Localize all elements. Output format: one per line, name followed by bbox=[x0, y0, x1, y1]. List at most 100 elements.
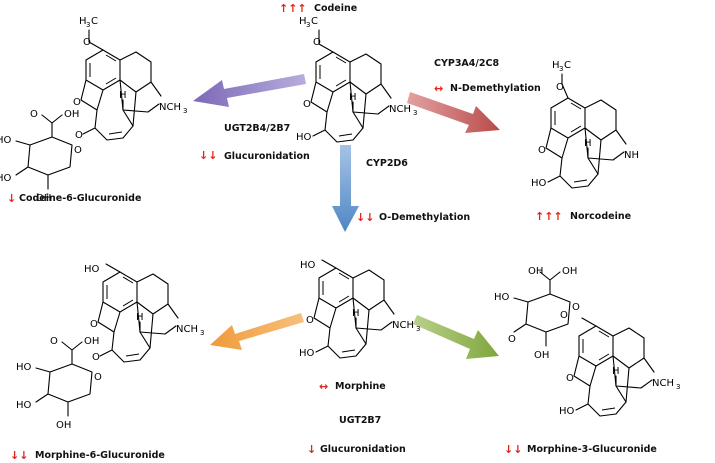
svg-text:H: H bbox=[349, 92, 357, 103]
svg-text:HO: HO bbox=[299, 348, 315, 359]
cyp2d6-reaction: O-Demethylation bbox=[379, 212, 470, 223]
cyp3a4-enzyme: CYP3A4/2C8 bbox=[434, 58, 499, 69]
svg-text:NCH: NCH bbox=[389, 104, 411, 115]
arrow-morphine-to-m3g bbox=[413, 315, 499, 359]
arrow-codeine-to-c6g bbox=[193, 74, 306, 107]
svg-text:↑↑↑: ↑↑↑ bbox=[535, 210, 563, 223]
morphine-6-glucuronide-structure: HO O H NCH 3 O bbox=[84, 263, 204, 363]
methyl-label: H bbox=[299, 16, 307, 27]
svg-text:O: O bbox=[90, 319, 98, 330]
codeine-label: ↑↑↑ Codeine bbox=[279, 2, 357, 15]
svg-text:3: 3 bbox=[306, 21, 310, 29]
ugt2b4-enzyme: UGT2B4/2B7 bbox=[224, 123, 290, 134]
morphine-structure: HO O H NCH 3 HO bbox=[299, 259, 420, 359]
svg-text:O: O bbox=[572, 302, 580, 313]
svg-text:H: H bbox=[79, 16, 87, 27]
c6g-label: ↓ Codeine-6-Glucuronide bbox=[7, 192, 141, 205]
codeine-6-glucuronide-structure: H 3 C O O H NCH 3 O bbox=[73, 16, 187, 141]
m6g-name: Morphine-6-Glucuronide bbox=[35, 450, 165, 461]
svg-text:3: 3 bbox=[676, 383, 680, 391]
norcodeine-label: ↑↑↑ Norcodeine bbox=[535, 210, 631, 223]
m3g-label: ↓↓ Morphine-3-Glucuronide bbox=[504, 443, 657, 456]
norcodeine-name: Norcodeine bbox=[570, 211, 631, 222]
arrow-codeine-to-norcodeine bbox=[407, 92, 500, 133]
svg-text:HO: HO bbox=[0, 135, 12, 146]
svg-text:O: O bbox=[303, 99, 311, 110]
svg-text:3: 3 bbox=[200, 329, 204, 337]
svg-text:HO: HO bbox=[16, 362, 32, 373]
svg-text:H: H bbox=[612, 366, 620, 377]
svg-text:OH: OH bbox=[36, 193, 51, 204]
norcodeine-structure: H 3 C O O H NH HO bbox=[531, 60, 639, 189]
svg-text:↔: ↔ bbox=[319, 380, 328, 393]
svg-text:H: H bbox=[352, 308, 360, 319]
svg-text:H: H bbox=[136, 312, 144, 323]
arrow-codeine-to-morphine bbox=[332, 145, 359, 232]
svg-text:HO: HO bbox=[84, 264, 100, 275]
svg-text:C: C bbox=[564, 60, 571, 71]
glucuronide-ring-m3g: OH OH O HO O OH bbox=[494, 266, 580, 361]
svg-text:OH: OH bbox=[64, 109, 79, 120]
svg-text:O: O bbox=[556, 82, 564, 93]
cyp3a4-reaction: N-Demethylation bbox=[450, 83, 541, 94]
svg-text:O: O bbox=[74, 145, 82, 156]
svg-text:O: O bbox=[92, 352, 100, 363]
svg-text:↓↓: ↓↓ bbox=[10, 449, 28, 462]
svg-text:OH: OH bbox=[534, 350, 549, 361]
svg-text:3: 3 bbox=[183, 107, 187, 115]
svg-text:C: C bbox=[91, 16, 98, 27]
codeine-indicator: ↑↑↑ bbox=[279, 2, 307, 15]
glucuronide-ring-m6g: O OH O HO HO OH bbox=[16, 336, 102, 431]
svg-text:↓↓: ↓↓ bbox=[356, 211, 374, 224]
svg-text:OH: OH bbox=[84, 336, 99, 347]
cyp3a4-label: CYP3A4/2C8 ↔ N-Demethylation bbox=[434, 58, 541, 95]
m6g-label: ↓↓ Morphine-6-Glucuronide bbox=[10, 449, 165, 462]
svg-text:3: 3 bbox=[416, 325, 420, 333]
svg-text:NH: NH bbox=[624, 150, 639, 161]
ugt2b7-label: UGT2B7 ↓ Glucuronidation bbox=[307, 415, 406, 456]
cyp2d6-label: CYP2D6 ↓↓ O-Demethylation bbox=[356, 158, 470, 224]
svg-text:O: O bbox=[313, 37, 321, 48]
svg-text:↓↓: ↓↓ bbox=[504, 443, 522, 456]
morphine-name: Morphine bbox=[335, 381, 386, 392]
svg-text:O: O bbox=[508, 334, 516, 345]
ugt2b4-reaction: Glucuronidation bbox=[224, 151, 310, 162]
arrow-morphine-to-m6g bbox=[210, 313, 304, 350]
m3g-name: Morphine-3-Glucuronide bbox=[527, 444, 657, 455]
svg-text:NCH: NCH bbox=[652, 378, 674, 389]
svg-text:HO: HO bbox=[300, 260, 316, 271]
svg-text:O: O bbox=[566, 373, 574, 384]
svg-text:O: O bbox=[30, 109, 38, 120]
c6g-name: Codeine-6-Glucuronide bbox=[19, 193, 141, 204]
svg-text:HO: HO bbox=[494, 292, 510, 303]
ugt-codeine-label: UGT2B4/2B7 ↓↓ Glucuronidation bbox=[199, 123, 310, 162]
svg-text:↓↓: ↓↓ bbox=[199, 149, 217, 162]
svg-text:O: O bbox=[306, 315, 314, 326]
svg-text:OH: OH bbox=[56, 420, 71, 431]
svg-text:HO: HO bbox=[296, 132, 312, 143]
svg-text:HO: HO bbox=[16, 400, 32, 411]
codeine-name: Codeine bbox=[314, 3, 357, 14]
svg-text:↓: ↓ bbox=[7, 192, 16, 205]
svg-text:HO: HO bbox=[0, 173, 12, 184]
codeine-structure: H 3 C O O H NCH 3 HO bbox=[296, 16, 417, 143]
svg-text:OH: OH bbox=[562, 266, 577, 277]
svg-text:OH: OH bbox=[528, 266, 543, 277]
svg-text:O: O bbox=[94, 372, 102, 383]
svg-text:HO: HO bbox=[559, 406, 575, 417]
svg-text:↓: ↓ bbox=[307, 443, 316, 456]
svg-text:C: C bbox=[311, 16, 318, 27]
ugt2b7-enzyme: UGT2B7 bbox=[339, 415, 381, 426]
cyp2d6-enzyme: CYP2D6 bbox=[366, 158, 408, 169]
svg-text:O: O bbox=[560, 310, 568, 321]
svg-text:3: 3 bbox=[86, 21, 90, 29]
svg-text:H: H bbox=[119, 90, 127, 101]
ugt2b7-reaction: Glucuronidation bbox=[320, 444, 406, 455]
svg-text:H: H bbox=[552, 60, 560, 71]
svg-text:↔: ↔ bbox=[434, 82, 443, 95]
morphine-3-glucuronide-structure: O O H NCH 3 HO bbox=[559, 310, 680, 417]
svg-text:NCH: NCH bbox=[392, 320, 414, 331]
svg-text:O: O bbox=[50, 336, 58, 347]
svg-text:H: H bbox=[584, 138, 592, 149]
